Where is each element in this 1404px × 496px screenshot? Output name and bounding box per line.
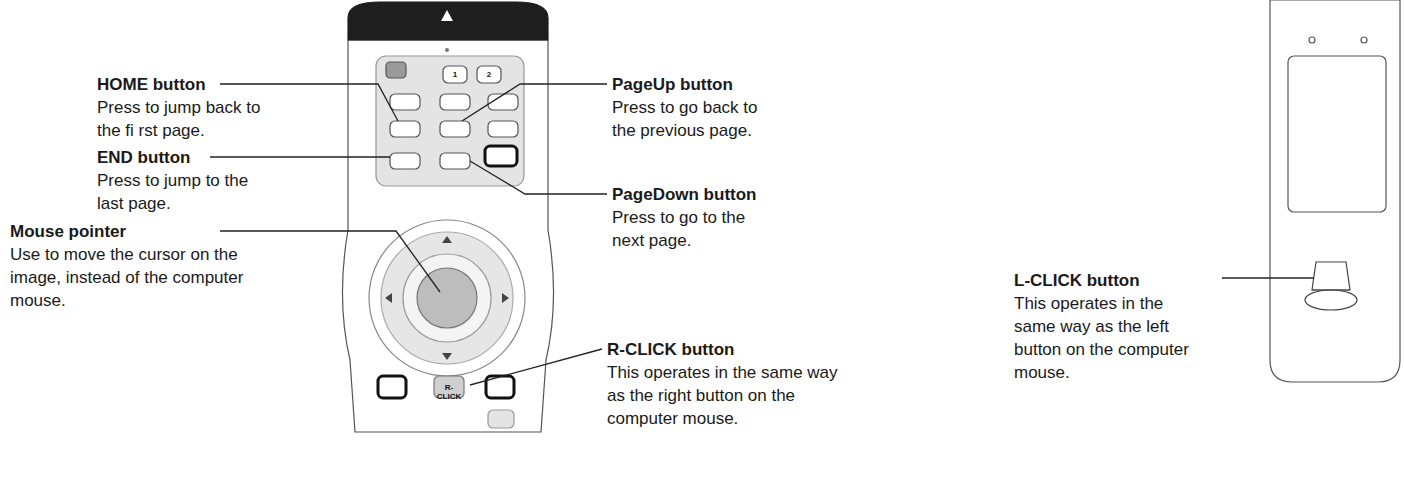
leader-lines (210, 84, 1314, 385)
button-label: 1 (443, 70, 467, 79)
callout-title: PageDown button (612, 183, 812, 206)
callout-title: R-CLICK button (607, 338, 837, 361)
button-label: 2 (477, 70, 501, 79)
callout-text: This operates in the same way as the rig… (607, 361, 847, 430)
callout-title: END button (97, 146, 287, 169)
callout-text: This operates in the same way as the lef… (1014, 292, 1209, 384)
callout-text: Use to move the cursor on the image, ins… (10, 243, 245, 312)
callout-text: Press to jump to the last page. (97, 169, 277, 215)
callout-text: Press to go back to the previous page. (612, 96, 782, 142)
callout-text: Press to go to the next page. (612, 206, 782, 252)
callout-title: PageUp button (612, 73, 812, 96)
callout-title: Mouse pointer (10, 220, 240, 243)
callout-title: L-CLICK button (1014, 269, 1214, 292)
callout-text: Press to jump back to the fi rst page. (97, 96, 272, 142)
button-label: R-CLICK (434, 383, 464, 401)
callout-title: HOME button (97, 73, 287, 96)
